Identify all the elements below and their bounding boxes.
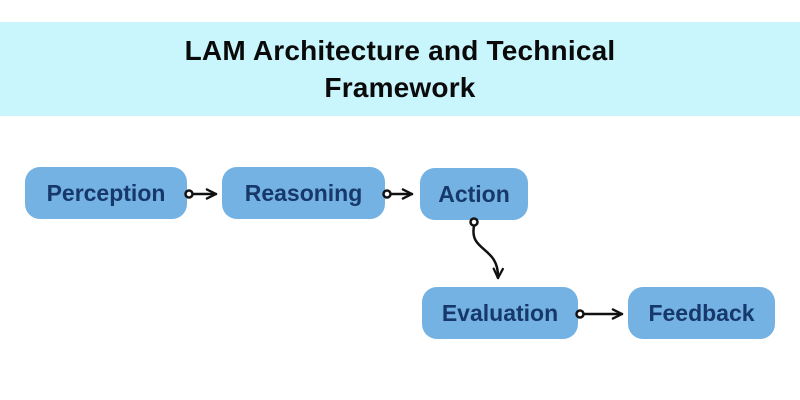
node-action: Action bbox=[420, 168, 528, 220]
edge-reasoning-action bbox=[382, 188, 414, 200]
node-reasoning-label: Reasoning bbox=[244, 179, 363, 206]
node-perception-label: Perception bbox=[46, 179, 166, 206]
node-evaluation: Evaluation bbox=[422, 287, 578, 339]
diagram-title: LAM Architecture and Technical Framework bbox=[184, 35, 616, 103]
node-evaluation-label: Evaluation bbox=[441, 299, 559, 326]
node-reasoning: Reasoning bbox=[222, 167, 385, 219]
node-feedback: Feedback bbox=[628, 287, 775, 339]
edge-perception-reasoning bbox=[184, 188, 218, 200]
node-feedback-label: Feedback bbox=[648, 299, 755, 326]
edge-action-evaluation bbox=[469, 217, 505, 280]
edge-evaluation-feedback bbox=[575, 308, 624, 320]
title-banner: LAM Architecture and Technical Framework bbox=[0, 22, 800, 116]
node-perception: Perception bbox=[25, 167, 187, 219]
node-action-label: Action bbox=[438, 180, 510, 207]
